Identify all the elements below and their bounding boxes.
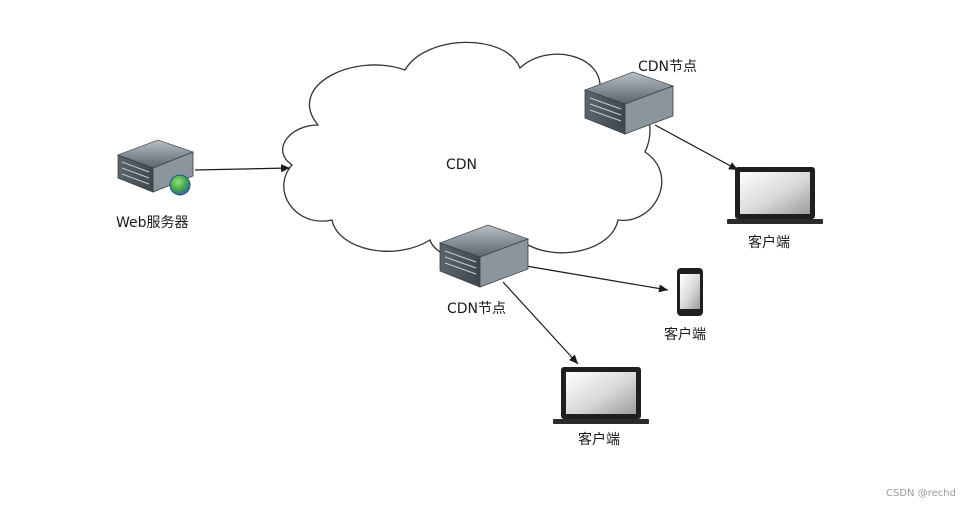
cloud-label: CDN — [446, 157, 478, 173]
client-laptop-bottom-label: 客户端 — [578, 432, 620, 448]
watermark: CSDN @rechd — [886, 488, 956, 499]
client-phone-icon — [677, 268, 703, 316]
cdn-node-top-server-icon — [583, 71, 675, 135]
web-server-label: Web服务器 — [116, 215, 189, 231]
web-server-icon — [116, 139, 195, 196]
client-phone-label: 客户端 — [664, 327, 706, 343]
cdn-node-top-label: CDN节点 — [638, 59, 698, 75]
client-laptop-right-label: 客户端 — [748, 235, 790, 251]
cdn-node-mid-server-icon — [438, 224, 530, 288]
cdn-cloud — [281, 41, 663, 262]
globe-icon — [169, 174, 191, 196]
edge-cdn-mid-to-laptop — [502, 281, 579, 365]
edge-cdn-top-to-laptop — [654, 124, 739, 171]
edge-cdn-mid-to-phone — [519, 264, 669, 293]
client-laptop-right-icon — [727, 167, 823, 224]
cdn-node-mid-label: CDN节点 — [447, 301, 507, 317]
client-laptop-bottom-icon — [553, 367, 649, 424]
edge-web-to-cloud — [194, 164, 291, 173]
